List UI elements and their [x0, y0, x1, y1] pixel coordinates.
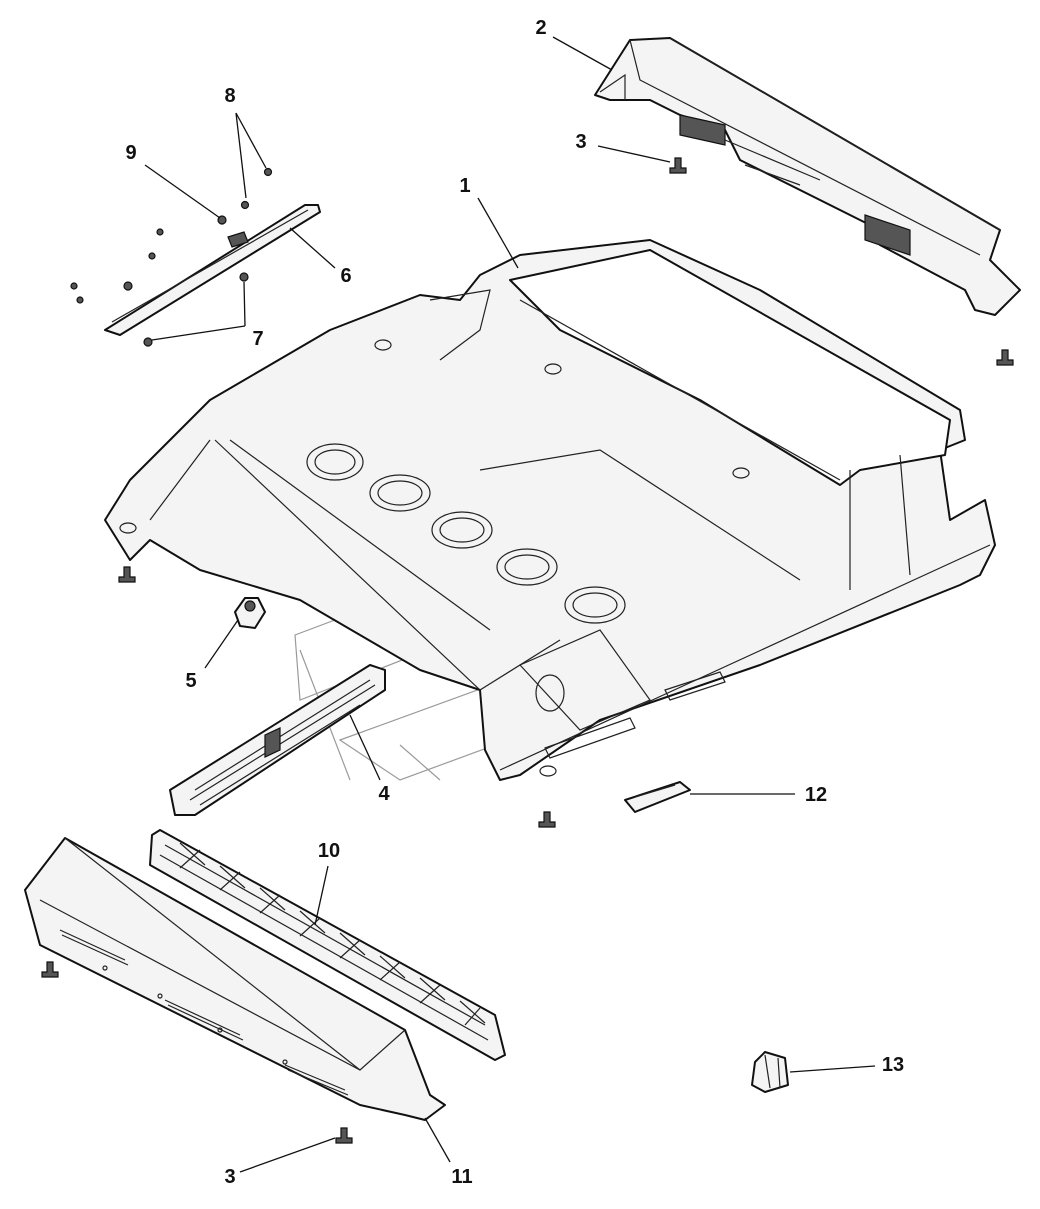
part-10-grille: [149, 829, 506, 1061]
part-5-clip: [234, 597, 266, 629]
callout-3-top: 3: [575, 131, 586, 153]
part-1-headliner: [104, 239, 996, 781]
part-13-clip: [751, 1051, 789, 1093]
leader-lines: [144, 36, 876, 1173]
callout-7: 7: [252, 328, 263, 350]
callout-8: 8: [224, 85, 235, 107]
speaker-openings: [306, 443, 626, 712]
callout-2: 2: [535, 17, 546, 39]
callout-4: 4: [378, 783, 390, 805]
callout-6: 6: [340, 265, 351, 287]
callout-1: 1: [459, 175, 470, 197]
callout-5: 5: [185, 670, 196, 692]
push-pins: [41, 157, 1014, 1144]
fasteners-7-8-9: [70, 167, 273, 347]
part-4-console-trim: [169, 664, 386, 816]
callout-9: 9: [125, 142, 136, 164]
callout-11: 11: [451, 1166, 472, 1188]
part-12-vent-bezel: [624, 781, 691, 813]
part-11-front-panel: [24, 837, 446, 1121]
callout-10: 10: [318, 840, 340, 862]
part-6-header-bar: [104, 204, 321, 336]
callout-3-bottom: 3: [224, 1166, 235, 1188]
callout-12: 12: [805, 784, 827, 806]
callout-13: 13: [882, 1054, 904, 1076]
callouts: 1 2 3 4 5 6 7 8 9 10 11 3 12 13: [125, 17, 904, 1188]
part-2-rear-panel: [594, 37, 1021, 316]
